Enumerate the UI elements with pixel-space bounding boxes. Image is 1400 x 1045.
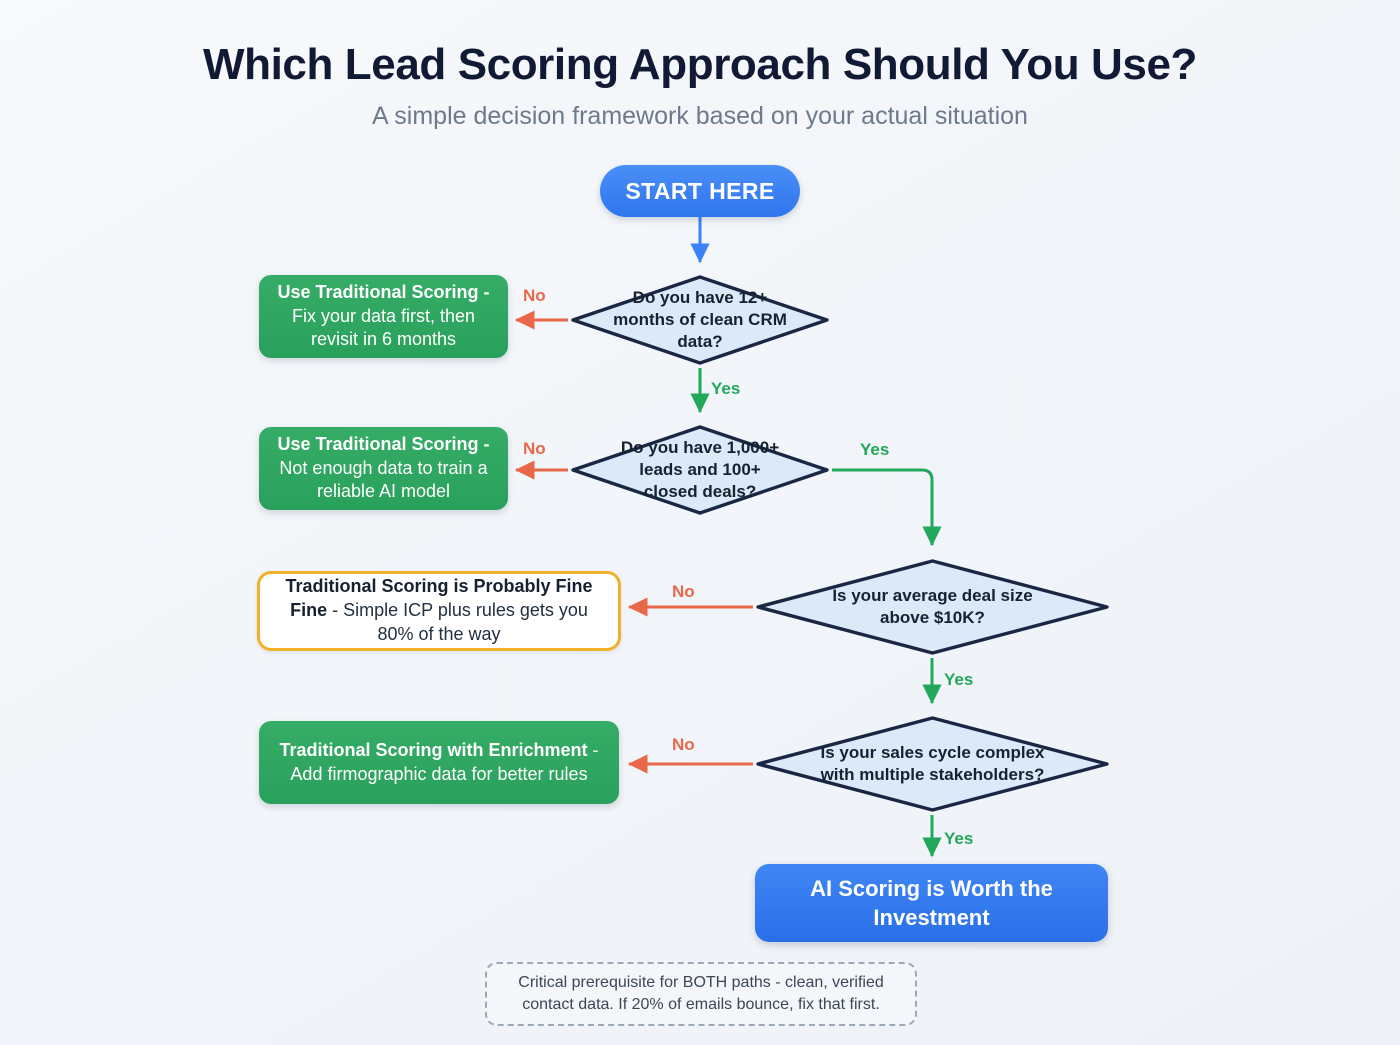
- diamond-shape: [756, 559, 1109, 655]
- diamond-shape: [571, 425, 829, 515]
- decision-label: Do you have 12+ months of clean CRM data…: [613, 288, 787, 351]
- outcome-rest: - Simple ICP plus rules gets you 80% of …: [332, 600, 588, 644]
- outcome-text: Traditional Scoring is Probably Fine Fin…: [276, 575, 602, 646]
- edge-label-d1-yes: Yes: [711, 379, 741, 398]
- edge-label-d3-no: No: [672, 582, 695, 601]
- diamond-shape: [756, 716, 1109, 812]
- diamond-shape: [571, 275, 829, 365]
- edge-label-d2-yes: Yes: [860, 440, 890, 459]
- decision-node-sales-cycle[interactable]: Is your sales cycle complex with multipl…: [755, 715, 1110, 813]
- decision-label: Is your average deal size above $10K?: [832, 586, 1033, 627]
- outcome-rest: Not enough data to train a reliable AI m…: [279, 457, 488, 502]
- edge-d2-yes: [832, 468, 942, 547]
- page-subtitle: A simple decision framework based on you…: [372, 102, 1028, 130]
- outcome-text: Use Traditional Scoring - Not enough dat…: [275, 433, 492, 504]
- outcome-traditional-probably-fine[interactable]: Traditional Scoring is Probably Fine Fin…: [257, 571, 621, 651]
- outcome-rest: Fix your data first, then revisit in 6 m…: [291, 305, 476, 350]
- prerequisite-note: Critical prerequisite for BOTH paths - c…: [485, 962, 917, 1026]
- edge-label-d2-no: No: [523, 439, 546, 458]
- decision-label: Is your sales cycle complex with multipl…: [820, 743, 1045, 784]
- outcome-traditional-fix-data[interactable]: Use Traditional Scoring - Fix your data …: [259, 275, 508, 358]
- edge-label-d4-no: No: [672, 735, 695, 754]
- outcome-bold: Traditional Scoring is Probably Fine Fin…: [285, 576, 593, 621]
- outcome-text: AI Scoring is Worth the Investment: [810, 875, 1053, 930]
- edge-label-d1-no: No: [523, 286, 546, 305]
- decision-node-deal-size[interactable]: Is your average deal size above $10K?: [755, 558, 1110, 656]
- outcome-bold: Traditional Scoring with Enrichment: [279, 739, 588, 760]
- page-title: Which Lead Scoring Approach Should You U…: [202, 40, 1198, 89]
- outcome-bold: Use Traditional Scoring -: [277, 433, 490, 454]
- start-node[interactable]: START HERE: [600, 165, 800, 217]
- outcome-rest: - Add firmographic data for better rules: [290, 739, 599, 784]
- outcome-traditional-not-enough-data[interactable]: Use Traditional Scoring - Not enough dat…: [259, 427, 508, 510]
- outcome-bold: Use Traditional Scoring -: [277, 281, 490, 302]
- edge-label-d3-yes: Yes: [944, 670, 974, 689]
- prerequisite-note-text: Critical prerequisite for BOTH paths - c…: [518, 973, 884, 1013]
- edge-label-d4-yes: Yes: [944, 829, 974, 848]
- outcome-text: Traditional Scoring with Enrichment - Ad…: [275, 739, 603, 787]
- decision-node-lead-volume[interactable]: Do you have 1,000+ leads and 100+ closed…: [570, 424, 830, 516]
- outcome-traditional-with-enrichment[interactable]: Traditional Scoring with Enrichment - Ad…: [259, 721, 619, 804]
- decision-label: Do you have 1,000+ leads and 100+ closed…: [620, 438, 780, 501]
- outcome-text: Use Traditional Scoring - Fix your data …: [275, 281, 492, 352]
- start-node-label: START HERE: [625, 177, 775, 204]
- outcome-ai-scoring-worth-it[interactable]: AI Scoring is Worth the Investment: [755, 864, 1108, 942]
- decision-node-crm-data[interactable]: Do you have 12+ months of clean CRM data…: [570, 274, 830, 366]
